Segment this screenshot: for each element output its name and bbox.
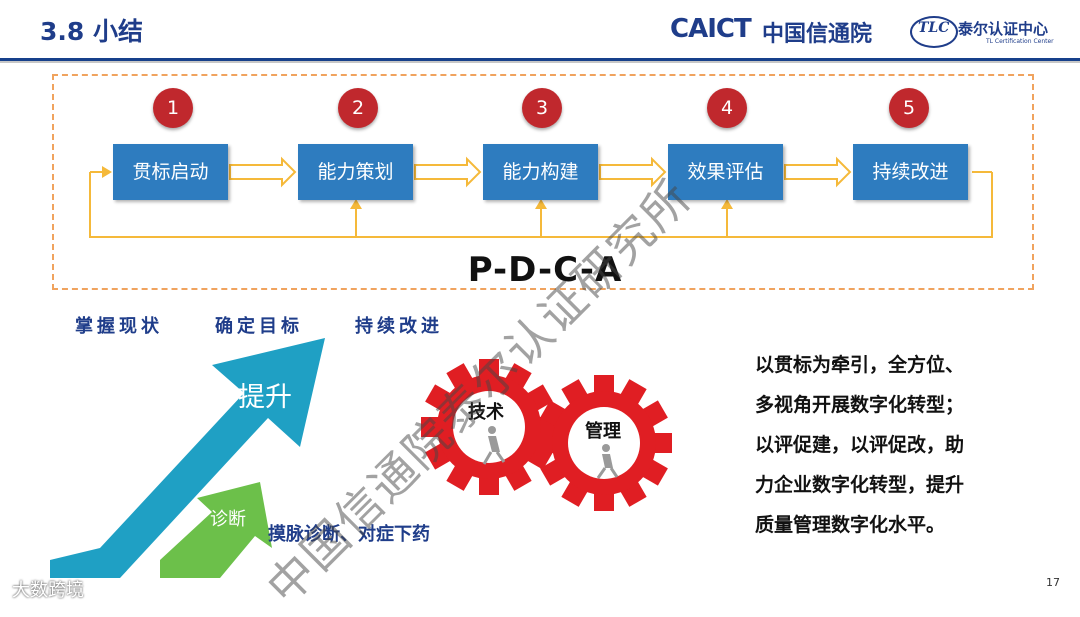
step-box-4: 效果评估 — [668, 144, 783, 200]
arrowhead-4 — [721, 199, 733, 209]
arrowhead-2 — [350, 199, 362, 209]
arrow-big — [50, 338, 325, 578]
pdca-frame — [52, 74, 1034, 290]
summary-line-2: 多视角开展数字化转型； — [755, 394, 965, 416]
tlc-logo-ellipse — [910, 16, 958, 48]
gear-right — [536, 375, 672, 511]
summary-line-4: 力企业数字化转型，提升 — [755, 474, 965, 496]
keyword-3: 持续改进 — [355, 316, 443, 337]
corner-logo: 大数跨境 — [12, 580, 84, 601]
header-rule-shadow — [0, 61, 1080, 63]
arrowhead-1 — [102, 166, 112, 178]
page-number: 17 — [1046, 576, 1060, 589]
forward-arrow-2-3 — [414, 156, 482, 188]
forward-arrow-3-4 — [599, 156, 667, 188]
step-box-5: 持续改进 — [853, 144, 968, 200]
pdca-caption: P-D-C-A — [467, 250, 623, 290]
runner-figures — [482, 426, 619, 479]
summary-line-3: 以评促建，以评促改，助 — [755, 434, 965, 456]
caict-logo-cn: 中国信通院 — [762, 22, 873, 47]
step-badge-3: 3 — [522, 88, 562, 128]
arrow-big-label: 提升 — [238, 382, 292, 413]
step-badge-5: 5 — [889, 88, 929, 128]
forward-arrow-4-5 — [784, 156, 852, 188]
page-title: 3.8 小结 — [40, 17, 143, 46]
step-badge-1: 1 — [153, 88, 193, 128]
gear-right-label: 管理 — [585, 421, 621, 442]
arrow-small — [160, 482, 272, 578]
tlc-logo-cn: 泰尔认证中心 — [958, 20, 1049, 38]
step-box-2: 能力策划 — [298, 144, 413, 200]
step-box-1: 贯标启动 — [113, 144, 228, 200]
step-badge-4: 4 — [707, 88, 747, 128]
keyword-1: 掌握现状 — [75, 316, 163, 337]
keyword-2: 确定目标 — [215, 316, 303, 337]
summary-text: 以贯标为牵引，全方位、 多视角开展数字化转型； 以评促建，以评促改，助 力企业数… — [755, 345, 1055, 545]
tlc-logo-en: TL Certification Center — [986, 38, 1054, 45]
header-rule — [0, 58, 1080, 61]
summary-line-1: 以贯标为牵引，全方位、 — [755, 354, 965, 376]
arrowhead-3 — [535, 199, 547, 209]
summary-line-5: 质量管理数字化水平。 — [755, 514, 946, 536]
tlc-logo-text: TLC — [918, 20, 950, 36]
step-box-3: 能力构建 — [483, 144, 598, 200]
step-badge-2: 2 — [338, 88, 378, 128]
gear-left-label: 技术 — [468, 402, 504, 423]
arrow-small-label: 诊断 — [210, 509, 246, 530]
forward-arrow-1-2 — [229, 156, 297, 188]
caict-logo: CAICT — [670, 14, 752, 44]
diagnosis-caption: 摸脉诊断、对症下药 — [268, 524, 430, 545]
